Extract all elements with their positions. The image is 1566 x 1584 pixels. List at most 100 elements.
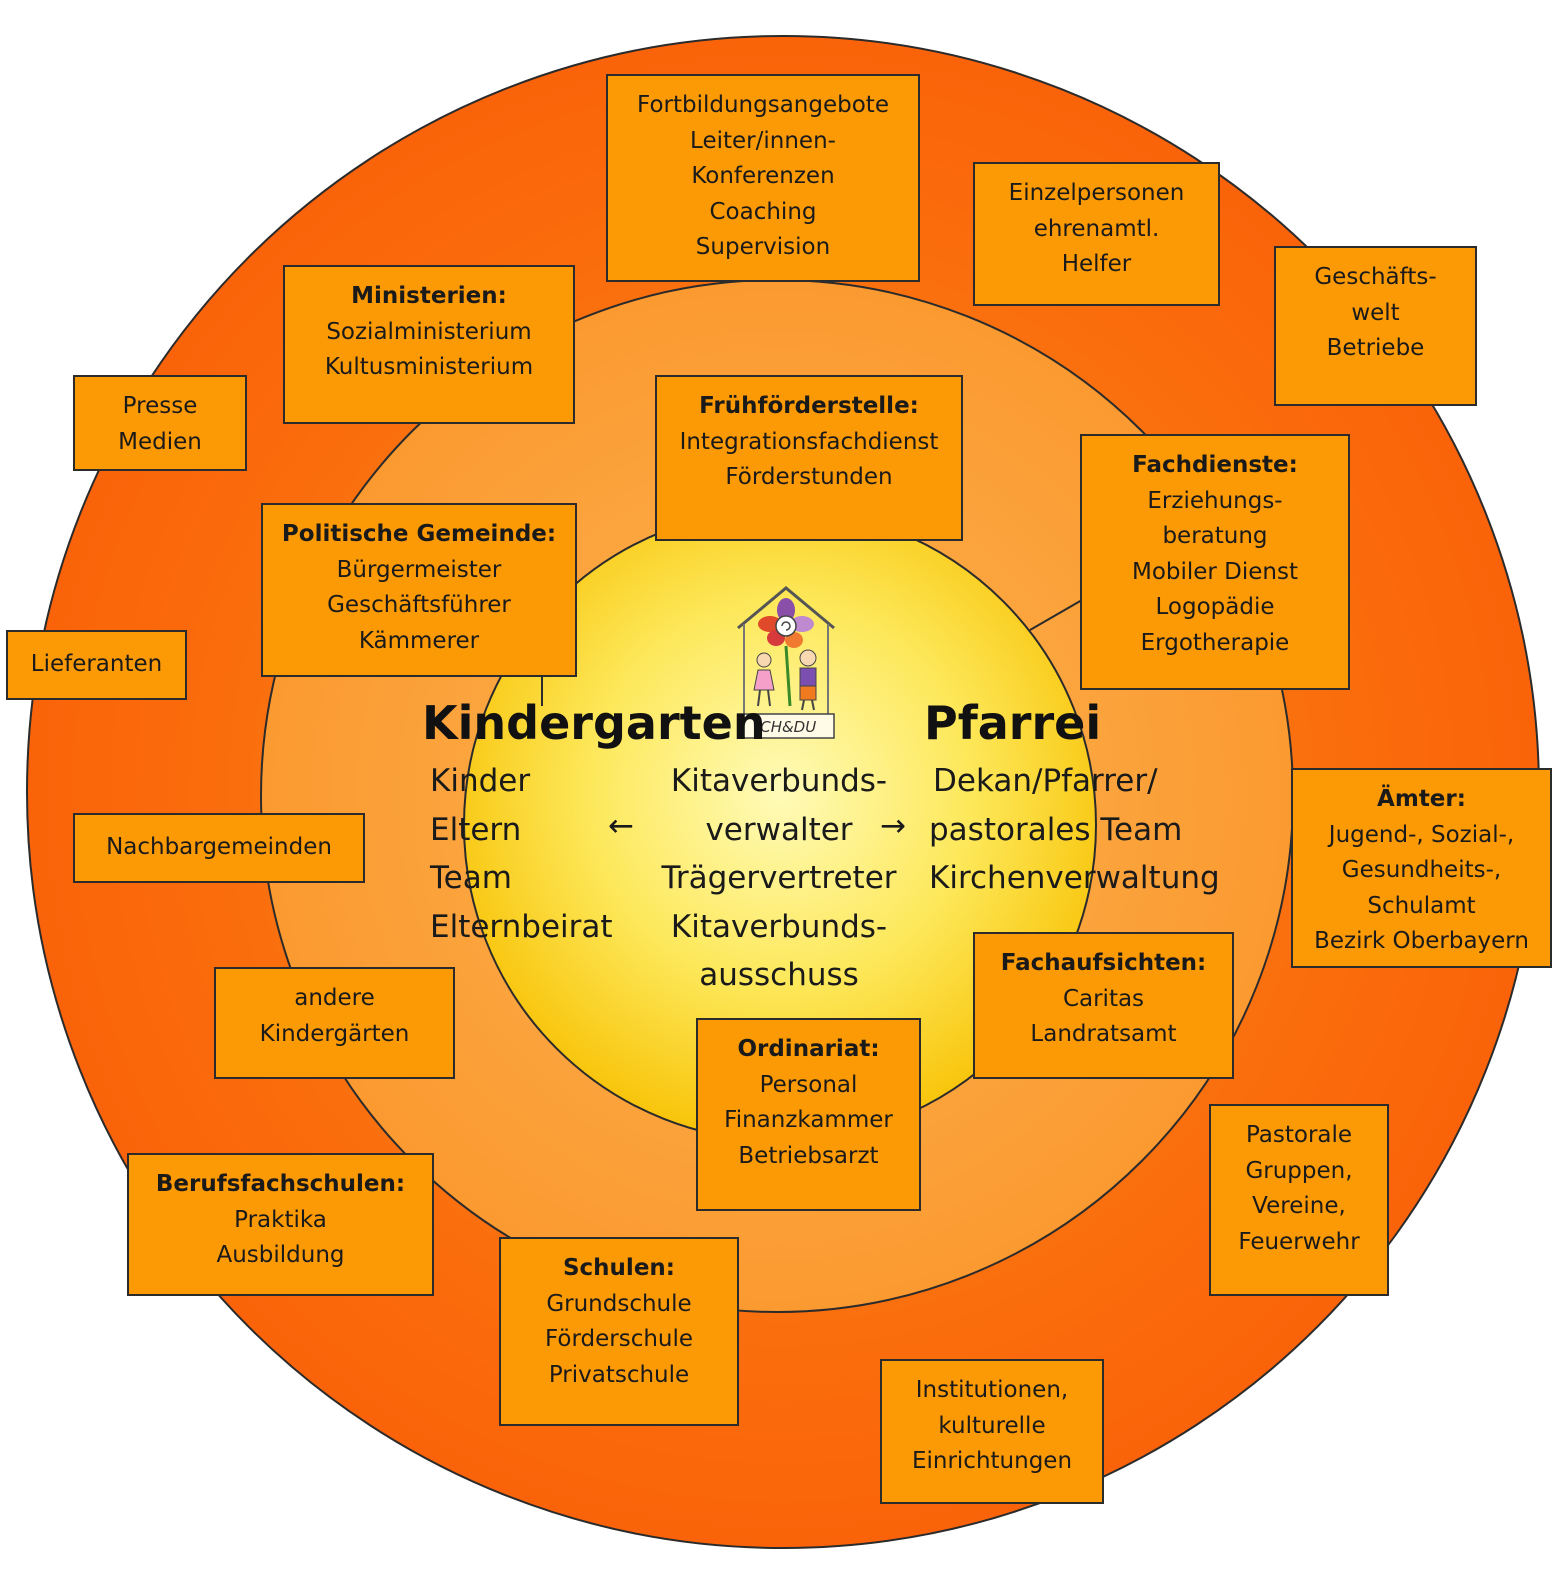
berufsfach-line: Ausbildung (216, 1242, 345, 1268)
box-einzelpersonen: Einzelpersonen ehrenamtl. Helfer (973, 162, 1220, 306)
girl-figure (753, 652, 775, 707)
pfarrei-title: Pfarrei (924, 696, 1102, 750)
einzelpersonen-line: ehrenamtl. (1033, 215, 1160, 242)
pastorale-line: Pastorale (1245, 1122, 1353, 1148)
verbund-item: Kitaverbunds- (670, 763, 888, 799)
schulen-line: Grundschule (546, 1290, 692, 1317)
institutionen-line: Einrichtungen (911, 1448, 1073, 1474)
politische-heading: Politische Gemeinde: (281, 521, 557, 547)
fortbildung-line: Konferenzen (691, 163, 835, 189)
logo-sign (737, 713, 835, 739)
aemter-line: Schulamt (1367, 892, 1476, 919)
pastorale-line: Feuerwehr (1238, 1228, 1360, 1255)
ich-und-du-logo: ICH&DU (737, 586, 835, 739)
aemter-line: Gesundheits-, (1341, 857, 1502, 883)
verbund-item: verwalter (705, 811, 853, 848)
box-pastorale: Pastorale Gruppen, Vereine, Feuerwehr (1209, 1104, 1389, 1296)
berufsfach-heading: Berufsfachschulen: (155, 1171, 406, 1197)
arrow-right-icon: → (880, 808, 906, 844)
verbund-item: Kitaverbunds- (670, 908, 888, 945)
box-presse: Presse Medien (73, 375, 247, 471)
geschaeftswelt-line: welt (1351, 299, 1400, 326)
fachdienste-line: Erziehungs- (1147, 487, 1283, 514)
andere-line: andere (294, 985, 375, 1011)
box-ministerien: Ministerien: Sozialministerium Kultusmin… (283, 265, 575, 424)
box-fruehfoerderstelle: Frühförderstelle: Integrationsfachdienst… (655, 375, 963, 541)
kindergarten-item: Eltern (430, 811, 522, 848)
fachdienste-line: beratung (1162, 523, 1268, 549)
kindergarten-title: Kindergarten (422, 696, 766, 750)
ordinariat-line: Personal (759, 1071, 858, 1098)
schulen-line: Förderschule (544, 1326, 694, 1352)
kindergarten-item: Elternbeirat (430, 908, 613, 945)
politische-line: Kämmerer (358, 627, 480, 654)
fortbildung-line: Leiter/innen- (690, 127, 836, 154)
flower-icon (758, 598, 814, 707)
box-institutionen: Institutionen, kulturelle Einrichtungen (880, 1359, 1104, 1504)
presse-line: Medien (118, 428, 202, 455)
fortbildung-line: Coaching (709, 198, 817, 225)
fachdienste-line: Ergotherapie (1140, 629, 1290, 656)
nachbar-line: Nachbargemeinden (106, 834, 332, 861)
kindergarten-item: Team (430, 860, 512, 896)
ordinariat-line: Finanzkammer (724, 1107, 893, 1133)
box-geschaeftswelt: Geschäfts- welt Betriebe (1274, 246, 1477, 406)
ordinariat-line: Betriebsarzt (738, 1142, 879, 1169)
connector-line (1029, 599, 1083, 631)
pfarrei-item: Kirchenverwaltung (929, 860, 1220, 896)
kindergarten-item: Kinder (430, 763, 531, 799)
einzelpersonen-line: Helfer (1061, 251, 1132, 277)
fortbildung-line: Fortbildungsangebote (637, 92, 889, 118)
andere-line: Kindergärten (259, 1020, 410, 1047)
fachaufsichten-line: Landratsamt (1030, 1021, 1177, 1047)
aemter-line: Jugend-, Sozial-, (1328, 821, 1515, 848)
fruehfoerder-line: Integrationsfachdienst (679, 428, 939, 455)
verbund-item: Trägervertreter (661, 860, 897, 896)
lieferanten-line: Lieferanten (30, 651, 163, 678)
pfarrei-item: pastorales Team (929, 811, 1183, 848)
ministerien-heading: Ministerien: (351, 283, 507, 309)
boy-figure (799, 649, 817, 711)
politische-line: Geschäftsführer (327, 592, 511, 618)
box-lieferanten: Lieferanten (6, 630, 187, 700)
box-ordinariat: Ordinariat: Personal Finanzkammer Betrie… (696, 1018, 921, 1211)
berufsfach-line: Praktika (234, 1206, 327, 1233)
politische-line: Bürgermeister (336, 556, 502, 583)
aemter-line: Bezirk Oberbayern (1314, 928, 1529, 954)
fachdienste-line: Mobiler Dienst (1131, 558, 1299, 585)
schulen-line: Privatschule (548, 1361, 690, 1388)
pfarrei-list: Dekan/Pfarrer/ pastorales Team Kirchenve… (929, 757, 1220, 903)
box-aemter: Ämter: Jugend-, Sozial-, Gesundheits-, S… (1291, 768, 1552, 968)
kindergarten-list: Kinder Eltern Team Elternbeirat (430, 757, 613, 951)
box-politische-gemeinde: Politische Gemeinde: Bürgermeister Gesch… (261, 503, 577, 677)
fachaufsichten-line: Caritas (1062, 985, 1145, 1012)
schulen-heading: Schulen: (562, 1255, 675, 1281)
verbund-item: ausschuss (699, 957, 859, 993)
pastorale-line: Gruppen, (1245, 1157, 1353, 1184)
box-schulen: Schulen: Grundschule Förderschule Privat… (499, 1237, 739, 1426)
roof-shape (737, 586, 835, 630)
logo-text: ICH&DU (756, 718, 816, 736)
verbund-list: Kitaverbunds- verwalter Trägervertreter … (652, 757, 906, 1000)
fachdienste-heading: Fachdienste: (1132, 452, 1298, 478)
pastorale-line: Vereine, (1252, 1193, 1346, 1219)
institutionen-line: Institutionen, (915, 1377, 1069, 1403)
aemter-heading: Ämter: (1377, 786, 1466, 812)
ministerien-line: Sozialministerium (326, 318, 532, 345)
ordinariat-heading: Ordinariat: (737, 1036, 880, 1062)
fachdienste-line: Logopädie (1155, 594, 1275, 620)
box-fachaufsichten: Fachaufsichten: Caritas Landratsamt (973, 932, 1234, 1079)
box-fortbildung: Fortbildungsangebote Leiter/innen- Konfe… (606, 74, 920, 282)
box-fachdienste: Fachdienste: Erziehungs- beratung Mobile… (1080, 434, 1350, 690)
institutionen-line: kulturelle (938, 1412, 1046, 1439)
arrow-left-icon: ← (608, 808, 634, 844)
fortbildung-line: Supervision (695, 234, 831, 260)
box-berufsfachschulen: Berufsfachschulen: Praktika Ausbildung (127, 1153, 434, 1296)
geschaeftswelt-line: Geschäfts- (1314, 264, 1437, 290)
geschaeftswelt-line: Betriebe (1326, 335, 1425, 361)
box-nachbargemeinden: Nachbargemeinden (73, 813, 365, 883)
fruehfoerder-heading: Frühförderstelle: (699, 393, 919, 419)
einzelpersonen-line: Einzelpersonen (1008, 180, 1185, 206)
pfarrei-item: Dekan/Pfarrer/ (933, 763, 1158, 799)
presse-line: Presse (122, 393, 198, 419)
